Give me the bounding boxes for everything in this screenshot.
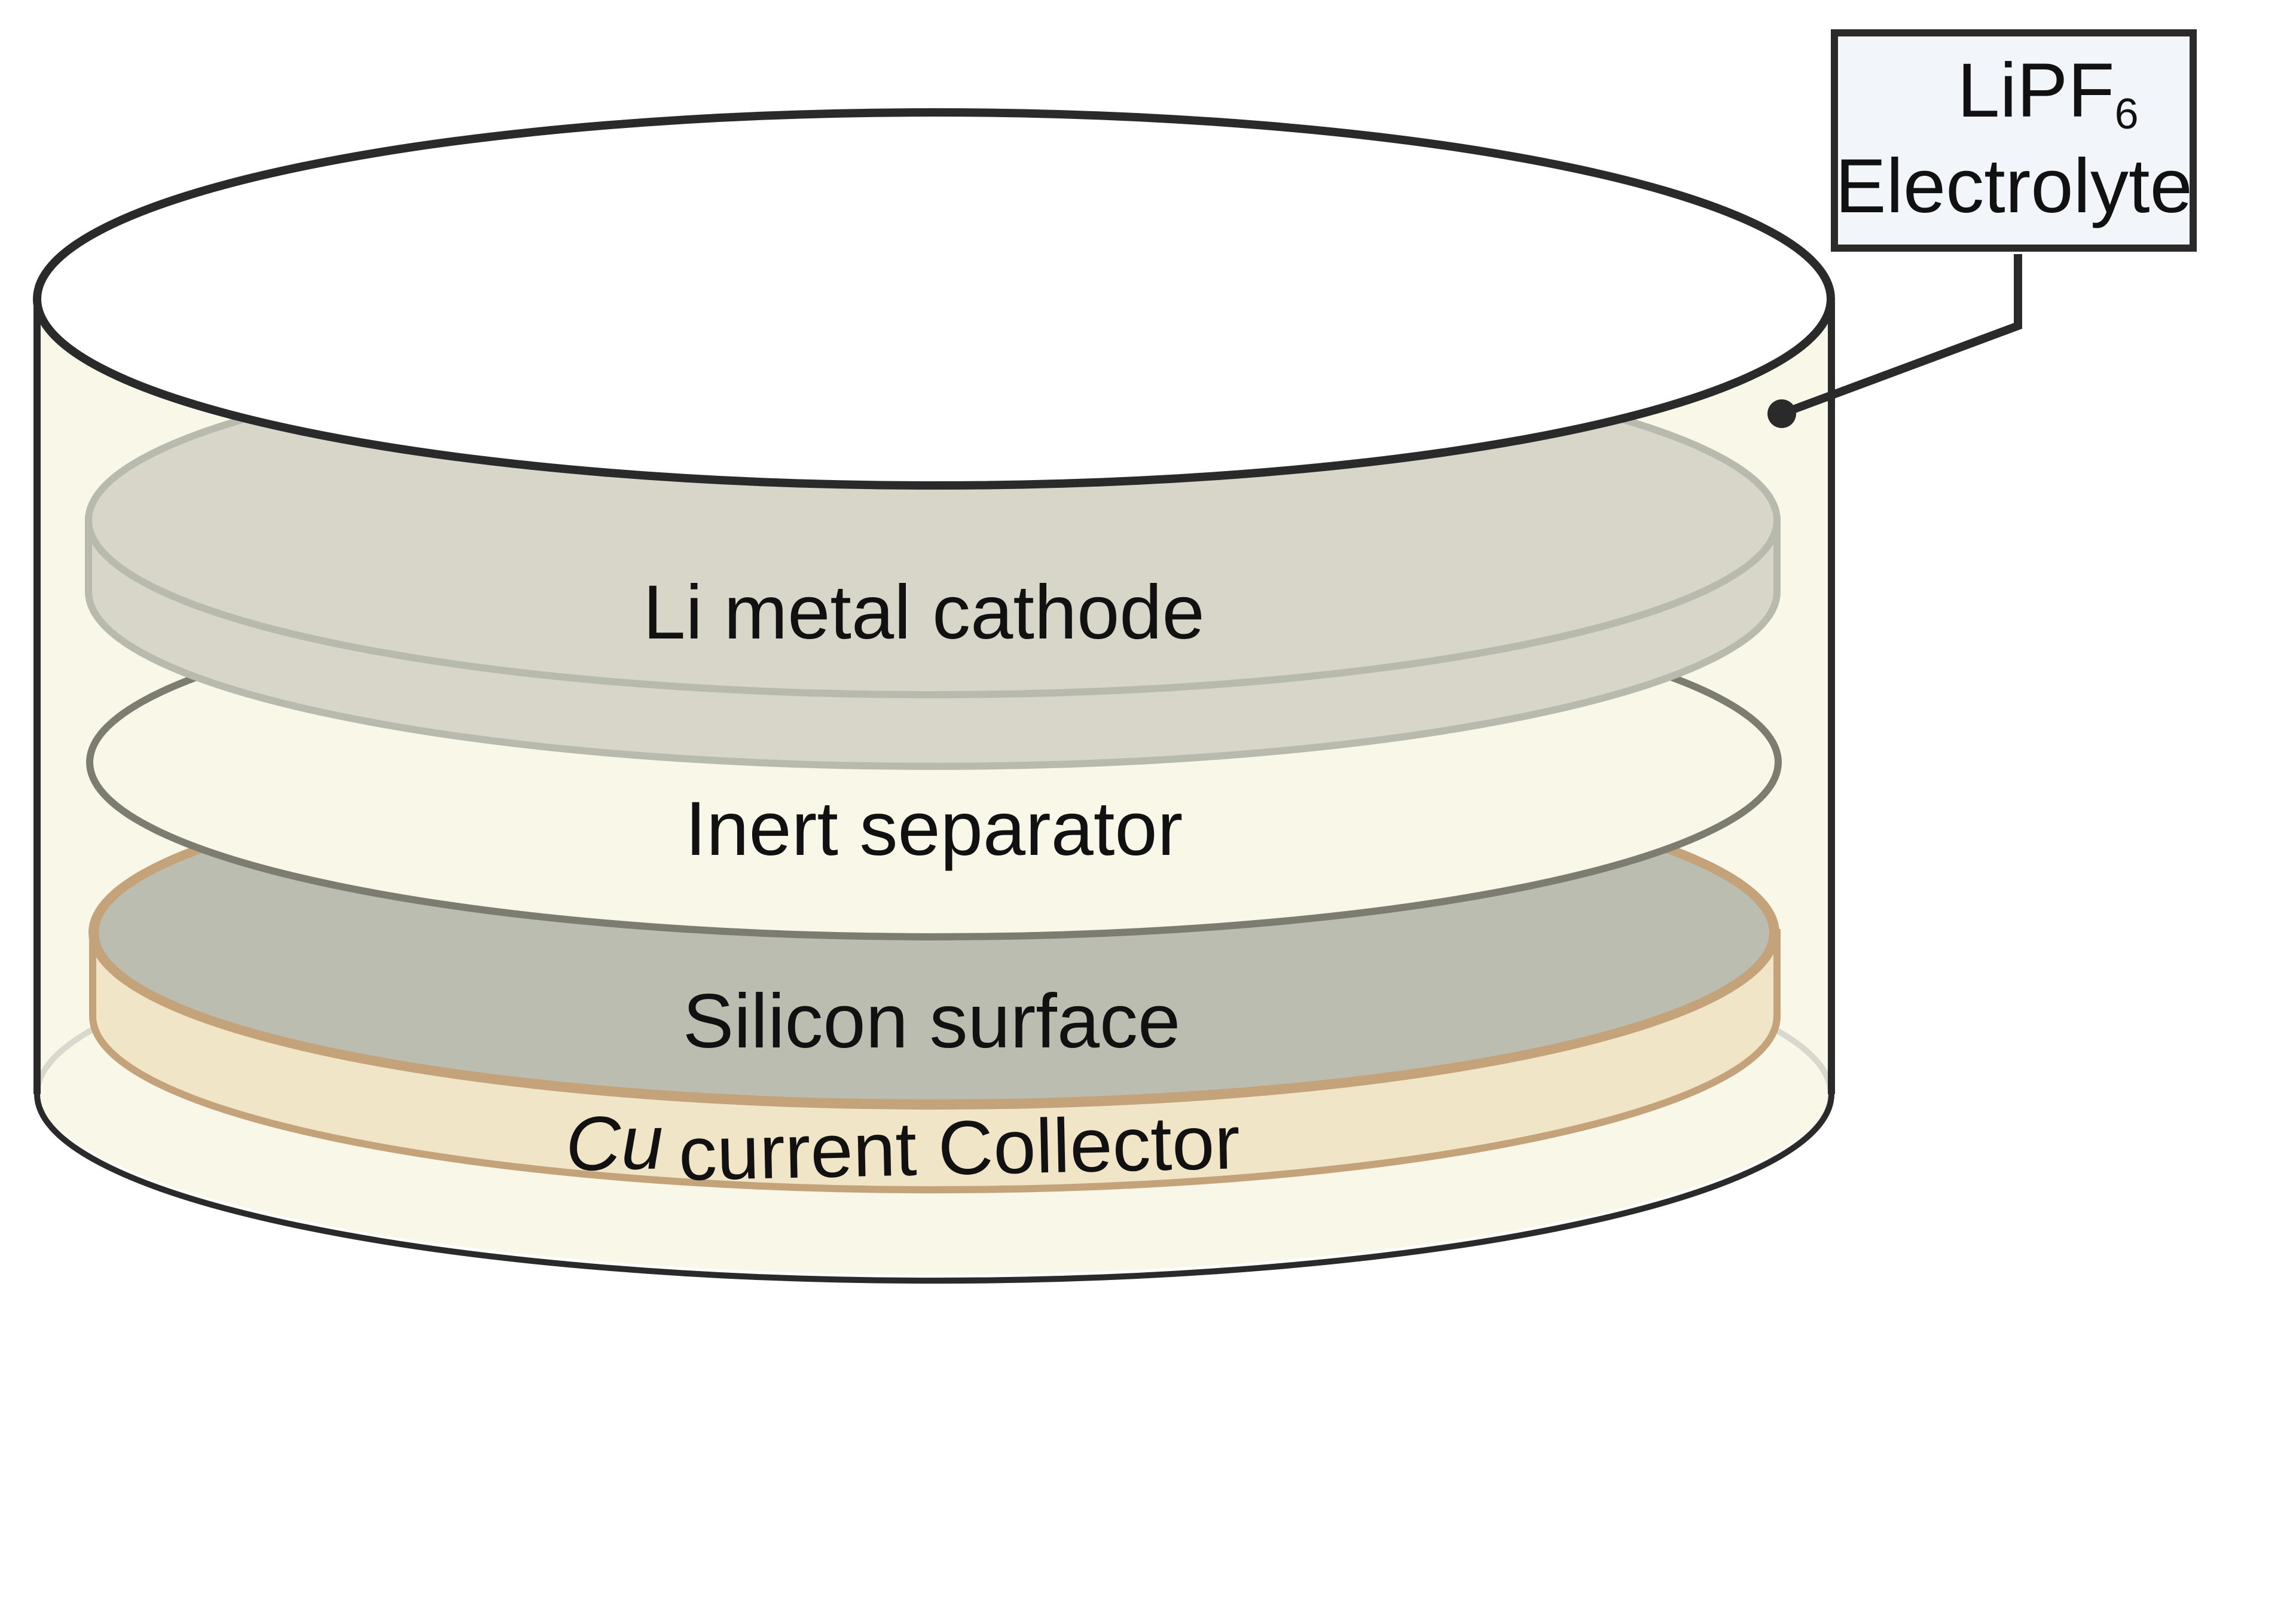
callout-leader xyxy=(1780,254,2022,418)
separator-label: Inert separator xyxy=(685,786,1183,872)
callout-formula-sub: 6 xyxy=(2115,90,2139,138)
cylinder-top-lid xyxy=(33,108,1835,490)
silicon-label: Silicon surface xyxy=(683,979,1180,1064)
cylinder-outline xyxy=(33,108,1835,1284)
callout-formula: LiPF6 xyxy=(1957,48,2138,138)
electrolyte-callout: LiPF6 Electrolyte xyxy=(1767,29,2197,428)
collector-label-rest: current Collector xyxy=(677,1099,1241,1197)
collector-label-prefix: Cu xyxy=(564,1099,664,1187)
collector-label: Cu current Collector xyxy=(564,1099,1241,1197)
callout-line2: Electrolyte xyxy=(1835,143,2193,229)
cylinder-bottom-arc xyxy=(34,1093,1834,1284)
cathode-label: Li metal cathode xyxy=(643,570,1204,655)
callout-formula-base: LiPF xyxy=(1957,48,2114,133)
callout-box xyxy=(1831,29,2197,252)
